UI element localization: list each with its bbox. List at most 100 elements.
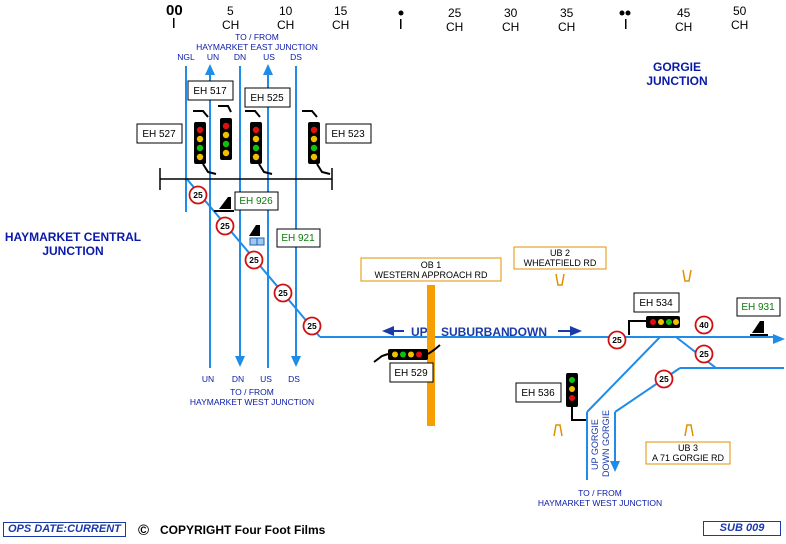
arrow-east-icon — [570, 326, 582, 336]
svg-text:25: 25 — [193, 190, 203, 200]
signal-label-eh534: EH 534 — [639, 298, 673, 309]
signal-box-eh529 — [389, 362, 434, 383]
svg-text:25: 25 — [307, 321, 317, 331]
copyright-symbol: © — [138, 522, 150, 539]
svg-text:25: 25 — [249, 255, 259, 265]
signal-box-eh523 — [325, 123, 372, 144]
signal-label-eh523: EH 523 — [331, 129, 365, 140]
sheet-number-badge: SUB 009 — [703, 521, 781, 536]
milepost-dot — [398, 10, 404, 16]
chainage-5: 5 — [227, 4, 234, 18]
overbridge-ob1-deck — [427, 285, 435, 426]
speed-sign: 25 — [244, 250, 264, 270]
arrow-down-dn — [235, 356, 245, 367]
signal-box-eh517 — [187, 80, 234, 101]
main-line-suburban: SUBURBAN — [441, 325, 510, 339]
signal-head-534 — [628, 316, 680, 335]
top-destination-line1: TO / FROM — [235, 32, 279, 42]
speed-sign: 25 — [273, 283, 293, 303]
shunt-signal-921 — [249, 225, 265, 246]
bridge-ub3-label-box — [645, 441, 731, 465]
bottom-line-dn: DN — [232, 374, 244, 384]
underbridge-ub3-icon — [553, 424, 563, 437]
milepost-dot — [619, 10, 625, 16]
signal-label-eh931: EH 931 — [741, 302, 775, 313]
top-line-un: UN — [207, 52, 219, 62]
signal-box-eh931 — [736, 297, 781, 317]
speed-sign: 25 — [215, 216, 235, 236]
signal-label-eh536: EH 536 — [521, 388, 555, 399]
signal-head-527 — [193, 110, 217, 175]
top-line-ngl: NGL — [177, 52, 195, 62]
underbridge-ub2-icon — [555, 273, 565, 286]
signal-box-eh926 — [234, 191, 279, 211]
arrow-down-ds — [291, 356, 301, 367]
chainage-25: 25 — [448, 6, 462, 20]
top-line-ds: DS — [290, 52, 302, 62]
top-line-dn: DN — [234, 52, 246, 62]
speed-sign: 40 — [694, 315, 714, 335]
chainage-unit: CH — [446, 20, 463, 34]
signal-box-eh527 — [136, 123, 183, 144]
speed-sign: 25 — [607, 330, 627, 350]
arrow-up-un — [205, 64, 215, 75]
signal-label-eh921: EH 921 — [281, 233, 315, 244]
svg-text:25: 25 — [659, 374, 669, 384]
bridge-ub2-road: WHEATFIELD RD — [524, 258, 597, 268]
gorgie-down-label: DOWN GORGIE — [601, 410, 611, 477]
signal-box-eh536 — [515, 382, 562, 403]
chainage-10: 10 — [279, 4, 293, 18]
speed-sign: 25 — [188, 185, 208, 205]
shunt-signal-926 — [214, 197, 234, 212]
svg-text:25: 25 — [612, 335, 622, 345]
underbridge-ub3b-icon — [684, 424, 694, 437]
signal-head-517 — [218, 105, 232, 160]
bridge-ob1-label-box — [360, 257, 502, 282]
signal-label-eh517: EH 517 — [193, 86, 227, 97]
svg-text:25: 25 — [220, 221, 230, 231]
bridge-ub3-road: A 71 GORGIE RD — [652, 453, 725, 463]
underbridge-ub2b-icon — [682, 269, 692, 282]
signal-label-eh529: EH 529 — [394, 368, 428, 379]
signal-label-eh527: EH 527 — [142, 129, 176, 140]
junction-gorgie-line2: JUNCTION — [646, 74, 707, 88]
bridge-ub2-title: UB 2 — [550, 248, 570, 258]
arrow-up-us — [263, 64, 273, 75]
junction-haymarket-central-line1: HAYMARKET CENTRAL — [5, 230, 141, 244]
svg-text:25: 25 — [699, 349, 709, 359]
signal-label-eh926: EH 926 — [239, 196, 273, 207]
milepost-00: 00 — [166, 2, 183, 19]
gorgie-up-label: UP GORGIE — [590, 419, 600, 470]
bottom-destination-line2: HAYMARKET WEST JUNCTION — [190, 397, 314, 407]
speed-sign: 25 — [654, 369, 674, 389]
speed-sign: 25 — [694, 344, 714, 364]
gorgie-destination-line2: HAYMARKET WEST JUNCTION — [538, 498, 662, 508]
junction-gorgie-line1: GORGIE — [653, 60, 701, 74]
signal-head-525 — [245, 110, 273, 175]
signal-head-523 — [302, 110, 331, 175]
chainage-unit: CH — [558, 20, 575, 34]
chainage-15: 15 — [334, 4, 348, 18]
junction-haymarket-central-line2: JUNCTION — [42, 244, 103, 258]
svg-text:25: 25 — [278, 288, 288, 298]
chainage-unit: CH — [332, 18, 349, 32]
chainage-scale: 00 5 CH 10 CH 15 CH 25 CH 30 CH 35 CH 45… — [166, 2, 748, 34]
chainage-45: 45 — [677, 6, 691, 20]
chainage-unit: CH — [502, 20, 519, 34]
arrow-east-main — [773, 334, 785, 344]
top-line-us: US — [263, 52, 275, 62]
bottom-line-ds: DS — [288, 374, 300, 384]
signal-box-eh525 — [244, 87, 291, 108]
bridge-ob1-road: WESTERN APPROACH RD — [374, 270, 488, 280]
milepost-dot — [625, 10, 631, 16]
chainage-unit: CH — [222, 18, 239, 32]
signal-box-eh921 — [276, 228, 321, 248]
bridge-ub2-label-box — [513, 246, 607, 270]
gorgie-destination-line1: TO / FROM — [578, 488, 622, 498]
chainage-unit: CH — [675, 20, 692, 34]
shunt-signal-931 — [750, 321, 768, 336]
signal-head-529 — [373, 344, 441, 363]
bridge-ob1-title: OB 1 — [421, 260, 442, 270]
bottom-line-un: UN — [202, 374, 214, 384]
